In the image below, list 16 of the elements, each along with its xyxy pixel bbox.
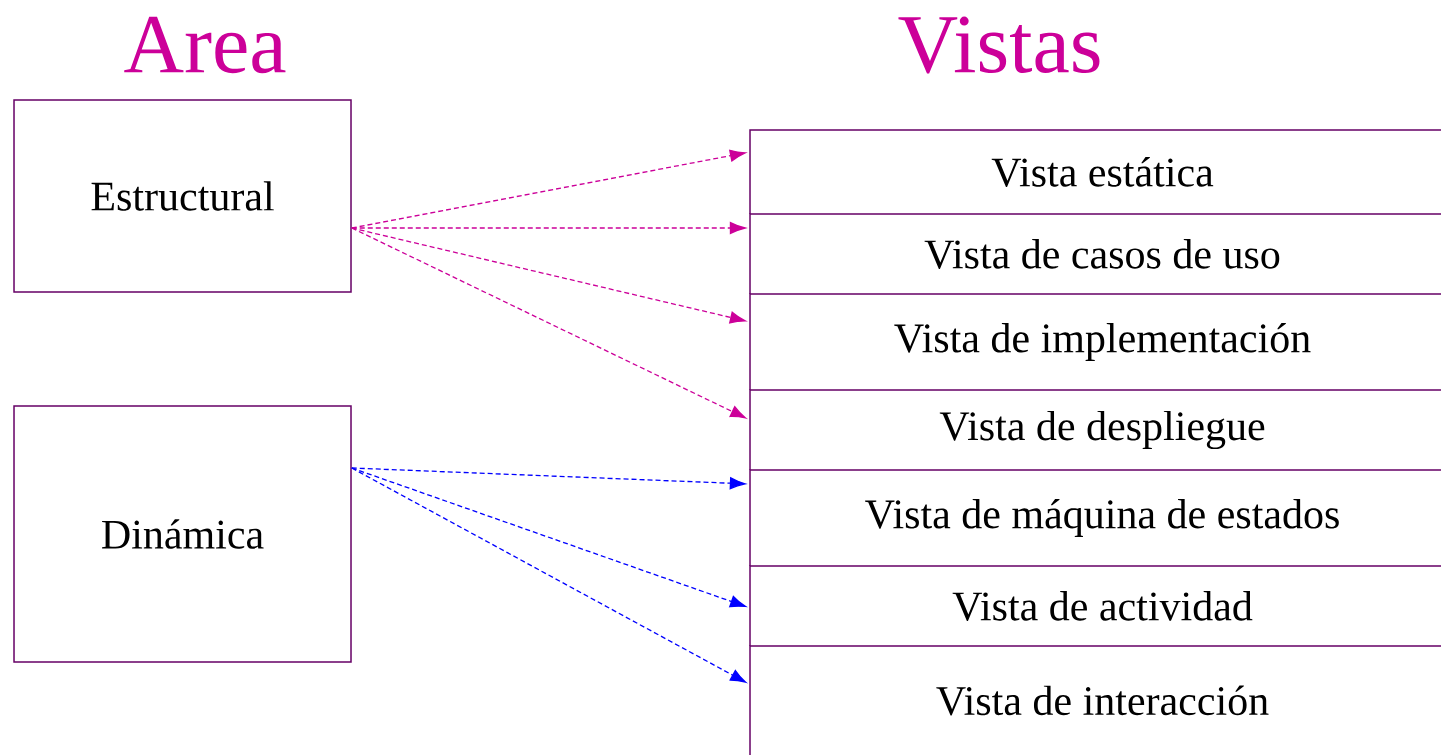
arrow: [351, 467, 747, 683]
table-row: Vista de implementación: [749, 293, 1441, 391]
table-row: Vista de interacción: [749, 645, 1441, 755]
table-row: Vista de casos de uso: [749, 213, 1441, 295]
table-row: Vista estática: [749, 129, 1441, 215]
area-box: Dinámica: [13, 405, 352, 663]
arrow: [351, 467, 746, 608]
arrow: [351, 227, 746, 324]
arrow: [351, 467, 746, 490]
heading: Vistas: [898, 16, 1100, 74]
arrow: [351, 221, 746, 235]
table-row: Vista de máquina de estados: [749, 469, 1441, 567]
arrow: [351, 227, 747, 419]
table-row: Vista de actividad: [749, 565, 1441, 647]
table-row: Vista de despliegue: [749, 389, 1441, 471]
area-box: Estructural: [13, 99, 352, 293]
